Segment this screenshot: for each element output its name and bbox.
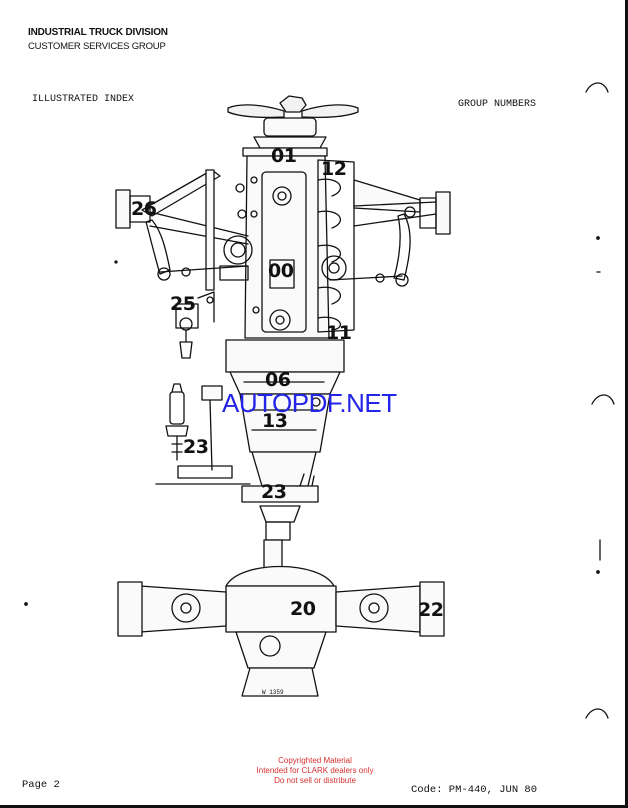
- group-label-00: 00: [268, 260, 294, 282]
- group-numbers-title: GROUP NUMBERS: [458, 99, 537, 110]
- group-label-11: 11: [326, 322, 352, 344]
- copyright-notice: Copyrighted Material Intended for CLARK …: [240, 756, 390, 786]
- transmission: [239, 393, 331, 487]
- page-number: Page 2: [22, 779, 60, 791]
- group-label-23-brake: 23: [183, 436, 209, 458]
- group-label-22: 22: [418, 599, 444, 621]
- fan: [227, 95, 359, 157]
- right-mast-bracket: [329, 179, 451, 287]
- page-margin-marks: [24, 82, 615, 719]
- group-label-01: 01: [271, 145, 297, 167]
- group-label-12: 12: [321, 158, 347, 180]
- group-label-26: 26: [131, 198, 157, 220]
- drive-axle: [117, 565, 445, 697]
- throttle-linkage: [175, 291, 215, 359]
- copyright-line-2: Intended for CLARK dealers only: [256, 766, 374, 775]
- copyright-line-1: Copyrighted Material: [278, 756, 352, 765]
- drawing-stamp: W 1359: [262, 689, 284, 696]
- document-code: Code: PM-440, JUN 80: [411, 784, 538, 796]
- page-right-edge: [625, 0, 628, 808]
- group-subheading: CUSTOMER SERVICES GROUP: [28, 41, 166, 52]
- division-heading: INDUSTRIAL TRUCK DIVISION: [28, 27, 168, 38]
- group-label-23-shaft: 23: [261, 481, 287, 503]
- flywheel-housing: [225, 339, 345, 395]
- group-label-20: 20: [290, 598, 316, 620]
- master-cylinder: [155, 383, 251, 485]
- watermark-site: AUTOPDF.NET: [222, 388, 397, 418]
- left-mast-bracket: [115, 169, 249, 291]
- index-title: ILLUSTRATED INDEX: [32, 94, 135, 105]
- copyright-line-3: Do not sell or distribute: [274, 776, 356, 785]
- group-label-25: 25: [170, 293, 196, 315]
- engine-block: [219, 155, 355, 339]
- group-label-13: 13: [262, 410, 288, 432]
- page-bottom-edge: [0, 805, 628, 808]
- group-label-06: 06: [265, 369, 291, 391]
